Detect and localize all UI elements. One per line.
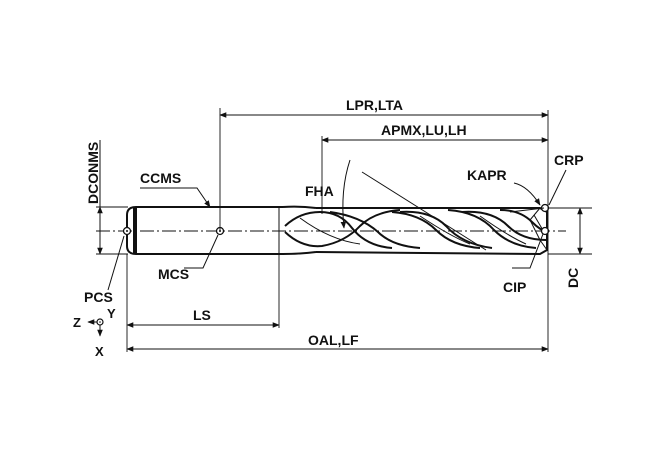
label-lpr-lta: LPR,LTA <box>346 97 403 113</box>
leader-lines <box>107 159 567 291</box>
label-apmx-lu-lh: APMX,LU,LH <box>381 122 467 138</box>
mcs-leader <box>184 234 219 269</box>
label-kapr: KAPR <box>467 167 507 183</box>
tool-body <box>126 205 548 256</box>
label-dc: DC <box>565 268 581 288</box>
neck-transition <box>282 205 317 255</box>
pcs-leader <box>107 235 125 291</box>
label-fha: FHA <box>305 183 334 199</box>
label-axis-z: Z <box>73 315 81 330</box>
cip-point <box>540 226 550 236</box>
label-axis-x: X <box>95 344 104 359</box>
axis-indicator <box>87 318 104 337</box>
label-ls: LS <box>193 307 211 323</box>
label-crp: CRP <box>554 152 584 168</box>
ccms-leader <box>140 187 211 208</box>
labels: LPR,LTA APMX,LU,LH DCONMS CCMS FHA KAPR … <box>73 97 584 359</box>
fha-helix-ref <box>361 171 487 251</box>
label-cip: CIP <box>503 279 526 295</box>
label-pcs: PCS <box>84 289 113 305</box>
crp-leader <box>548 169 567 206</box>
label-axis-y: Y <box>107 306 116 321</box>
dimension-lines <box>97 112 583 352</box>
extension-lines <box>96 108 592 352</box>
cip-leader <box>512 233 544 269</box>
label-mcs: MCS <box>158 266 189 282</box>
kapr-ref <box>509 207 545 213</box>
fha-arc <box>340 159 351 229</box>
label-dconms: DCONMS <box>85 142 101 204</box>
label-oal-lf: OAL,LF <box>308 332 359 348</box>
label-ccms: CCMS <box>140 170 181 186</box>
helical-flutes <box>284 209 548 249</box>
kapr-arc <box>513 182 541 206</box>
